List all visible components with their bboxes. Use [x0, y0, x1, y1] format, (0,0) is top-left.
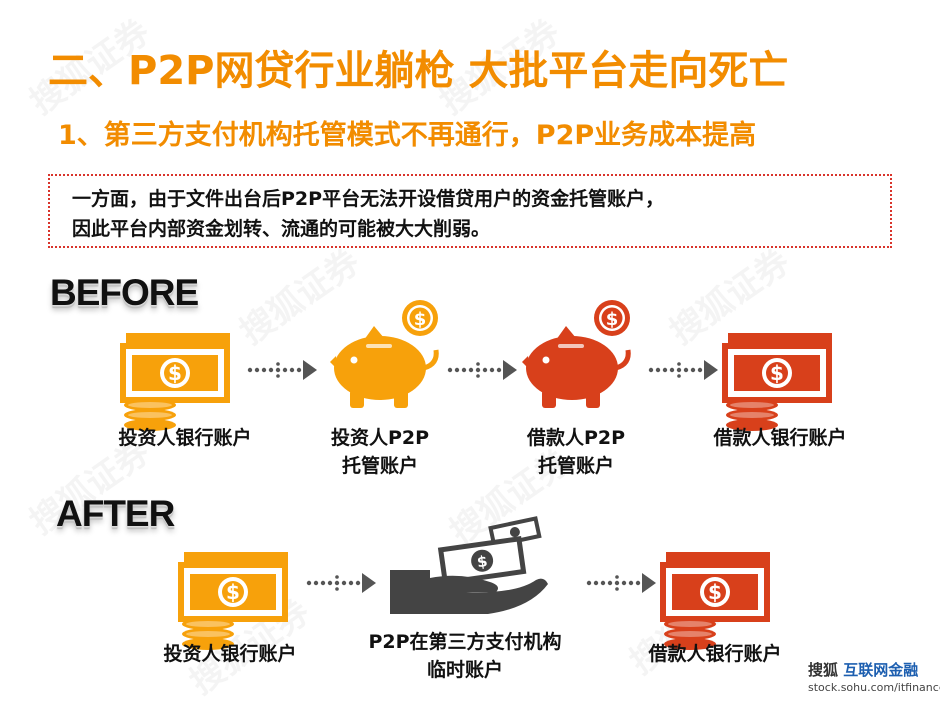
coin-icon	[402, 300, 438, 336]
flow-arrow-icon	[447, 360, 517, 380]
borrower-bank-cash-icon	[660, 552, 770, 650]
flow-arrow-icon	[586, 573, 656, 593]
investor-piggybank-icon	[330, 326, 436, 408]
before-heading: BEFORE	[50, 272, 199, 313]
flow-arrow-icon	[247, 360, 317, 380]
note-box: 一方面，由于文件出台后P2P平台无法开设借贷用户的资金托管账户， 因此平台内部资…	[48, 174, 892, 248]
flow-arrow-icon	[648, 360, 718, 380]
svg-text:$: $	[476, 552, 489, 571]
brand-url: stock.sohu.com/itfinance	[808, 681, 940, 694]
node-label: 投资人银行账户	[163, 643, 297, 665]
node-label: P2P在第三方支付机构临时账户	[368, 631, 562, 681]
note-line-2: 因此平台内部资金划转、流通的可能被大大削弱。	[72, 218, 491, 240]
node-label: 投资人银行账户	[118, 427, 252, 449]
page-title: 二、P2P网贷行业躺枪 大批平台走向死亡	[48, 48, 789, 94]
investor-bank-cash-icon	[120, 333, 230, 431]
investor-bank-cash-icon	[178, 552, 288, 650]
borrower-piggybank-icon	[522, 326, 628, 408]
brand-logo: 搜狐 互联网金融	[808, 661, 919, 679]
node-label: 借款人银行账户	[648, 643, 782, 665]
node-label: 借款人银行账户	[713, 427, 847, 449]
after-heading: AFTER	[56, 493, 175, 534]
borrower-bank-cash-icon	[722, 333, 832, 431]
page-subtitle: 1、第三方支付机构托管模式不再通行，P2P业务成本提高	[58, 120, 757, 151]
note-line-1: 一方面，由于文件出台后P2P平台无法开设借贷用户的资金托管账户，	[72, 188, 665, 210]
coin-icon	[594, 300, 630, 336]
flow-arrow-icon	[306, 573, 376, 593]
hand-with-cash-icon: $	[390, 516, 548, 614]
